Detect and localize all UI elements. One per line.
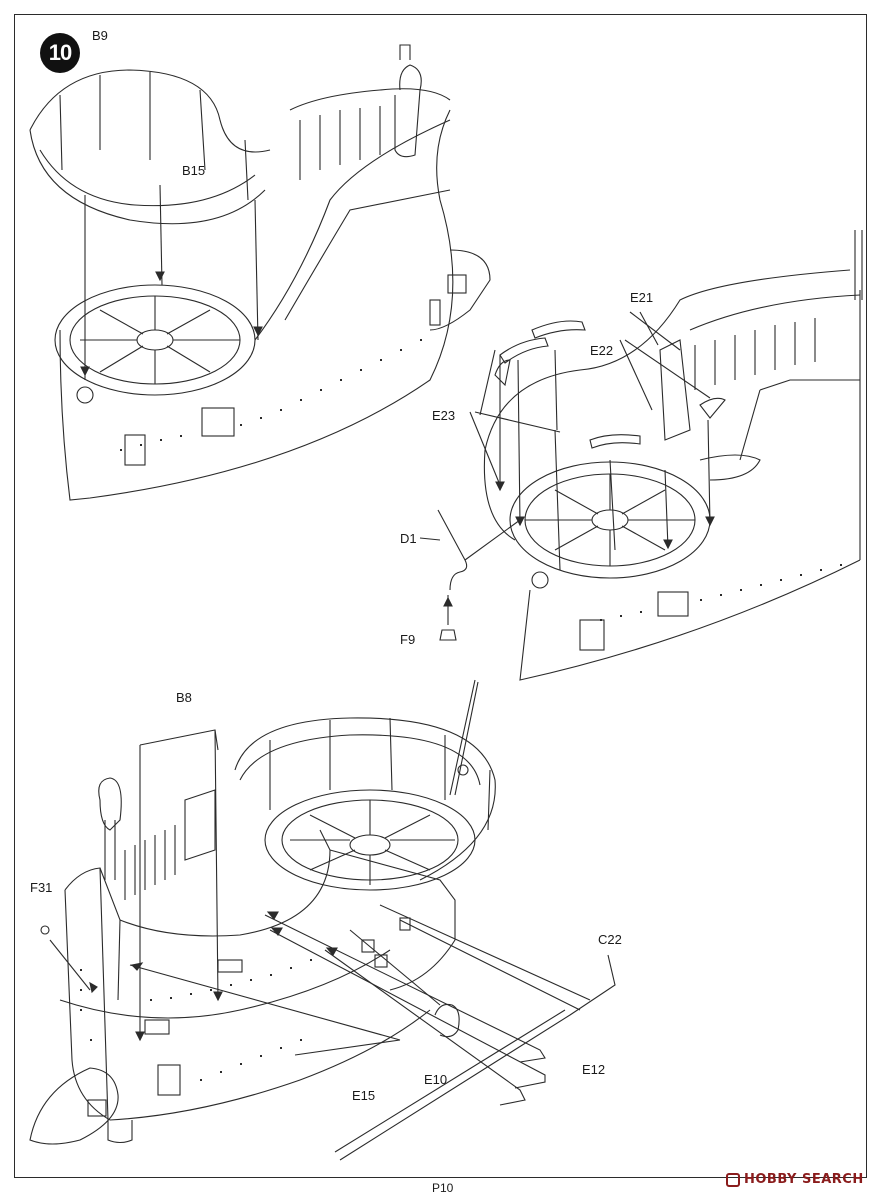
part-label-f31: F31 (30, 880, 53, 895)
part-label-b8: B8 (176, 690, 192, 705)
watermark-text: HOBBY SEARCH (744, 1172, 864, 1187)
part-label-e22: E22 (590, 343, 614, 358)
part-label-e23: E23 (432, 408, 456, 423)
part-label-f9: F9 (400, 632, 416, 647)
part-label-e10: E10 (424, 1072, 448, 1087)
part-label-b9: B9 (92, 28, 108, 43)
conning-tower-view-c (29, 679, 616, 1161)
watermark: HOBBY SEARCH (726, 1172, 864, 1187)
part-label-c22: C22 (598, 932, 622, 947)
part-label-e12: E12 (582, 1062, 606, 1077)
part-label-e15: E15 (352, 1088, 376, 1103)
conning-tower-view-a (29, 44, 491, 501)
part-label-b15: B15 (182, 163, 206, 178)
part-label-e21: E21 (630, 290, 654, 305)
page-border (14, 14, 867, 1178)
watermark-logo-icon (726, 1172, 740, 1187)
page-number: P10 (432, 1181, 454, 1195)
step-number-badge: 10 (40, 33, 80, 73)
part-label-d1: D1 (400, 531, 417, 546)
conning-tower-view-b (419, 230, 863, 681)
